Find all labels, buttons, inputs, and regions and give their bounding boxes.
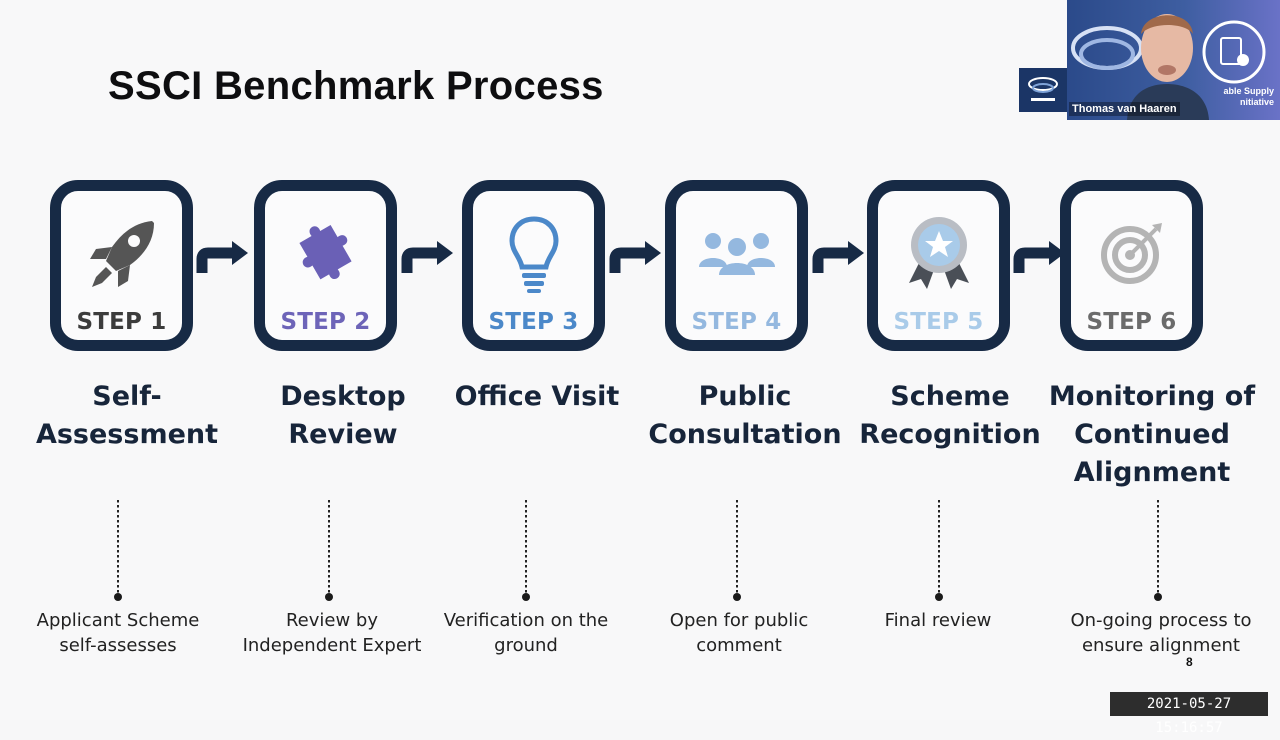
step-arrow [401, 241, 453, 273]
step-description: Verification on the ground [431, 608, 621, 658]
description-line: Open for public [669, 610, 809, 631]
stage-title: Office Visit [437, 378, 637, 416]
connector-dot [733, 593, 741, 601]
dotted-connector [1157, 500, 1159, 596]
page-number: 8 [1186, 655, 1193, 669]
dotted-connector [525, 500, 527, 596]
connector-dot [114, 593, 122, 601]
webcam-feed [1071, 14, 1266, 120]
step-arrow [196, 241, 248, 273]
target-icon [1071, 213, 1192, 293]
step-3-card: STEP 3 [462, 180, 605, 351]
description-line: comment [696, 635, 782, 656]
dotted-connector [736, 500, 738, 596]
banner-line: nitiative [1239, 97, 1274, 107]
stage-title-line: Office Visit [454, 381, 620, 412]
connector-dot [522, 593, 530, 601]
stage-title-line: Assessment [35, 419, 219, 450]
rocket-icon [61, 213, 182, 293]
description-line: self-assesses [59, 635, 177, 656]
description-line: Verification on the [443, 610, 609, 631]
puzzle-piece-icon [265, 213, 386, 293]
description-line: Independent Expert [242, 635, 422, 656]
description-line: ground [494, 635, 558, 656]
stage-title-line: Self- [92, 381, 162, 412]
step-4-card: STEP 4 [665, 180, 808, 351]
step-5-card: STEP 5 [867, 180, 1010, 351]
step-arrow [812, 241, 864, 273]
participant-name-label: Thomas van Haaren [1069, 102, 1180, 116]
slide-title: SSCI Benchmark Process [108, 64, 604, 108]
stage-title: Desktop Review [243, 378, 443, 454]
step-1-card: STEP 1 [50, 180, 193, 351]
stage-title-line: Review [288, 419, 398, 450]
dotted-connector [117, 500, 119, 596]
stage-title: Scheme Recognition [850, 378, 1050, 454]
step-description: Open for public comment [644, 608, 834, 658]
participant-video[interactable]: able Supply nitiative Thomas van Haaren [1067, 0, 1280, 120]
step-label: STEP 5 [893, 309, 984, 335]
step-description: Review by Independent Expert [237, 608, 427, 658]
stage-title-line: Alignment [1073, 457, 1231, 488]
step-description: Final review [843, 608, 1033, 633]
stage-title: Self- Assessment [27, 378, 227, 454]
stage-title-line: Recognition [859, 419, 1041, 450]
description-line: Final review [884, 610, 992, 631]
presentation-slide: SSCI Benchmark Process STEP 1 STEP 2 [23, 64, 1259, 669]
stage-title-line: Consultation [648, 419, 842, 450]
connector-dot [1154, 593, 1162, 601]
connector-dot [325, 593, 333, 601]
step-arrow [1013, 241, 1065, 273]
background-banner-text: able Supply nitiative [1223, 86, 1274, 108]
step-label: STEP 2 [280, 309, 371, 335]
step-label: STEP 4 [691, 309, 782, 335]
award-ribbon-icon [878, 213, 999, 293]
connector-dot [935, 593, 943, 601]
step-6-card: STEP 6 [1060, 180, 1203, 351]
lightbulb-icon [473, 213, 594, 293]
stage-title-line: Scheme [890, 381, 1010, 412]
step-description: Applicant Scheme self-assesses [23, 608, 213, 658]
stage-title-line: Continued [1074, 419, 1230, 450]
step-2-card: STEP 2 [254, 180, 397, 351]
stage-title: Monitoring of Continued Alignment [1047, 378, 1257, 492]
stage-title-line: Desktop [280, 381, 406, 412]
stage-title-line: Public [698, 381, 792, 412]
group-people-icon [676, 213, 797, 293]
dotted-connector [938, 500, 940, 596]
step-label: STEP 1 [76, 309, 167, 335]
step-arrow [609, 241, 661, 273]
description-line: Review by [285, 610, 379, 631]
stage-title: Public Consultation [645, 378, 845, 454]
dotted-connector [328, 500, 330, 596]
step-description: On-going process to ensure alignment [1063, 608, 1259, 658]
stage-title-line: Monitoring of [1048, 381, 1256, 412]
description-line: Applicant Scheme [36, 610, 200, 631]
recording-timestamp: 2021-05-27 15:16:57 [1110, 692, 1268, 736]
description-line: ensure alignment [1081, 635, 1240, 656]
forum-logo [1019, 68, 1067, 112]
banner-line: able Supply [1223, 86, 1274, 96]
step-label: STEP 6 [1086, 309, 1177, 335]
description-line: On-going process to [1070, 610, 1252, 631]
step-label: STEP 3 [488, 309, 579, 335]
